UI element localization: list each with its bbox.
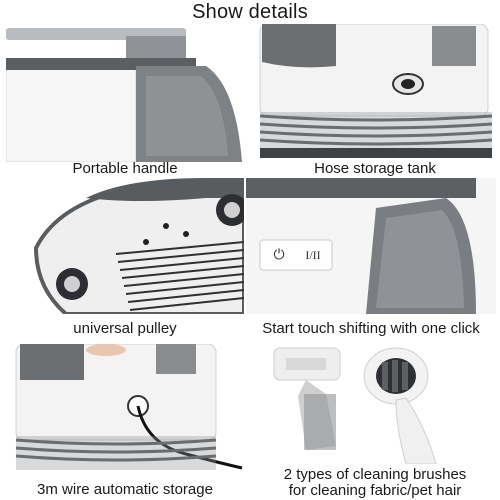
universal-pulley-caption: universal pulley [73, 320, 177, 337]
hose-storage-tank-caption: Hose storage tank [314, 160, 436, 177]
wire-storage-photo [6, 344, 244, 478]
mode-switch-button[interactable]: I/II [305, 248, 321, 262]
hose-storage-tank-photo [256, 24, 494, 160]
touch-control-caption: Start touch shifting with one click [262, 320, 480, 337]
universal-pulley-photo [6, 178, 244, 314]
power-button[interactable]: ⏻ [273, 247, 285, 263]
touch-control-photo: ⏻ I/II [246, 178, 496, 314]
portable-handle-caption: Portable handle [72, 160, 178, 177]
portable-handle-photo [6, 26, 244, 162]
wire-storage-caption: 3m wire automatic storage [37, 481, 213, 498]
brushes-photo [256, 338, 494, 464]
brushes-caption-line-2: for cleaning fabric/pet hair [288, 482, 462, 499]
brushes-caption-line-1: 2 types of cleaning brushes [283, 466, 467, 483]
page-title: Show details [192, 1, 308, 23]
